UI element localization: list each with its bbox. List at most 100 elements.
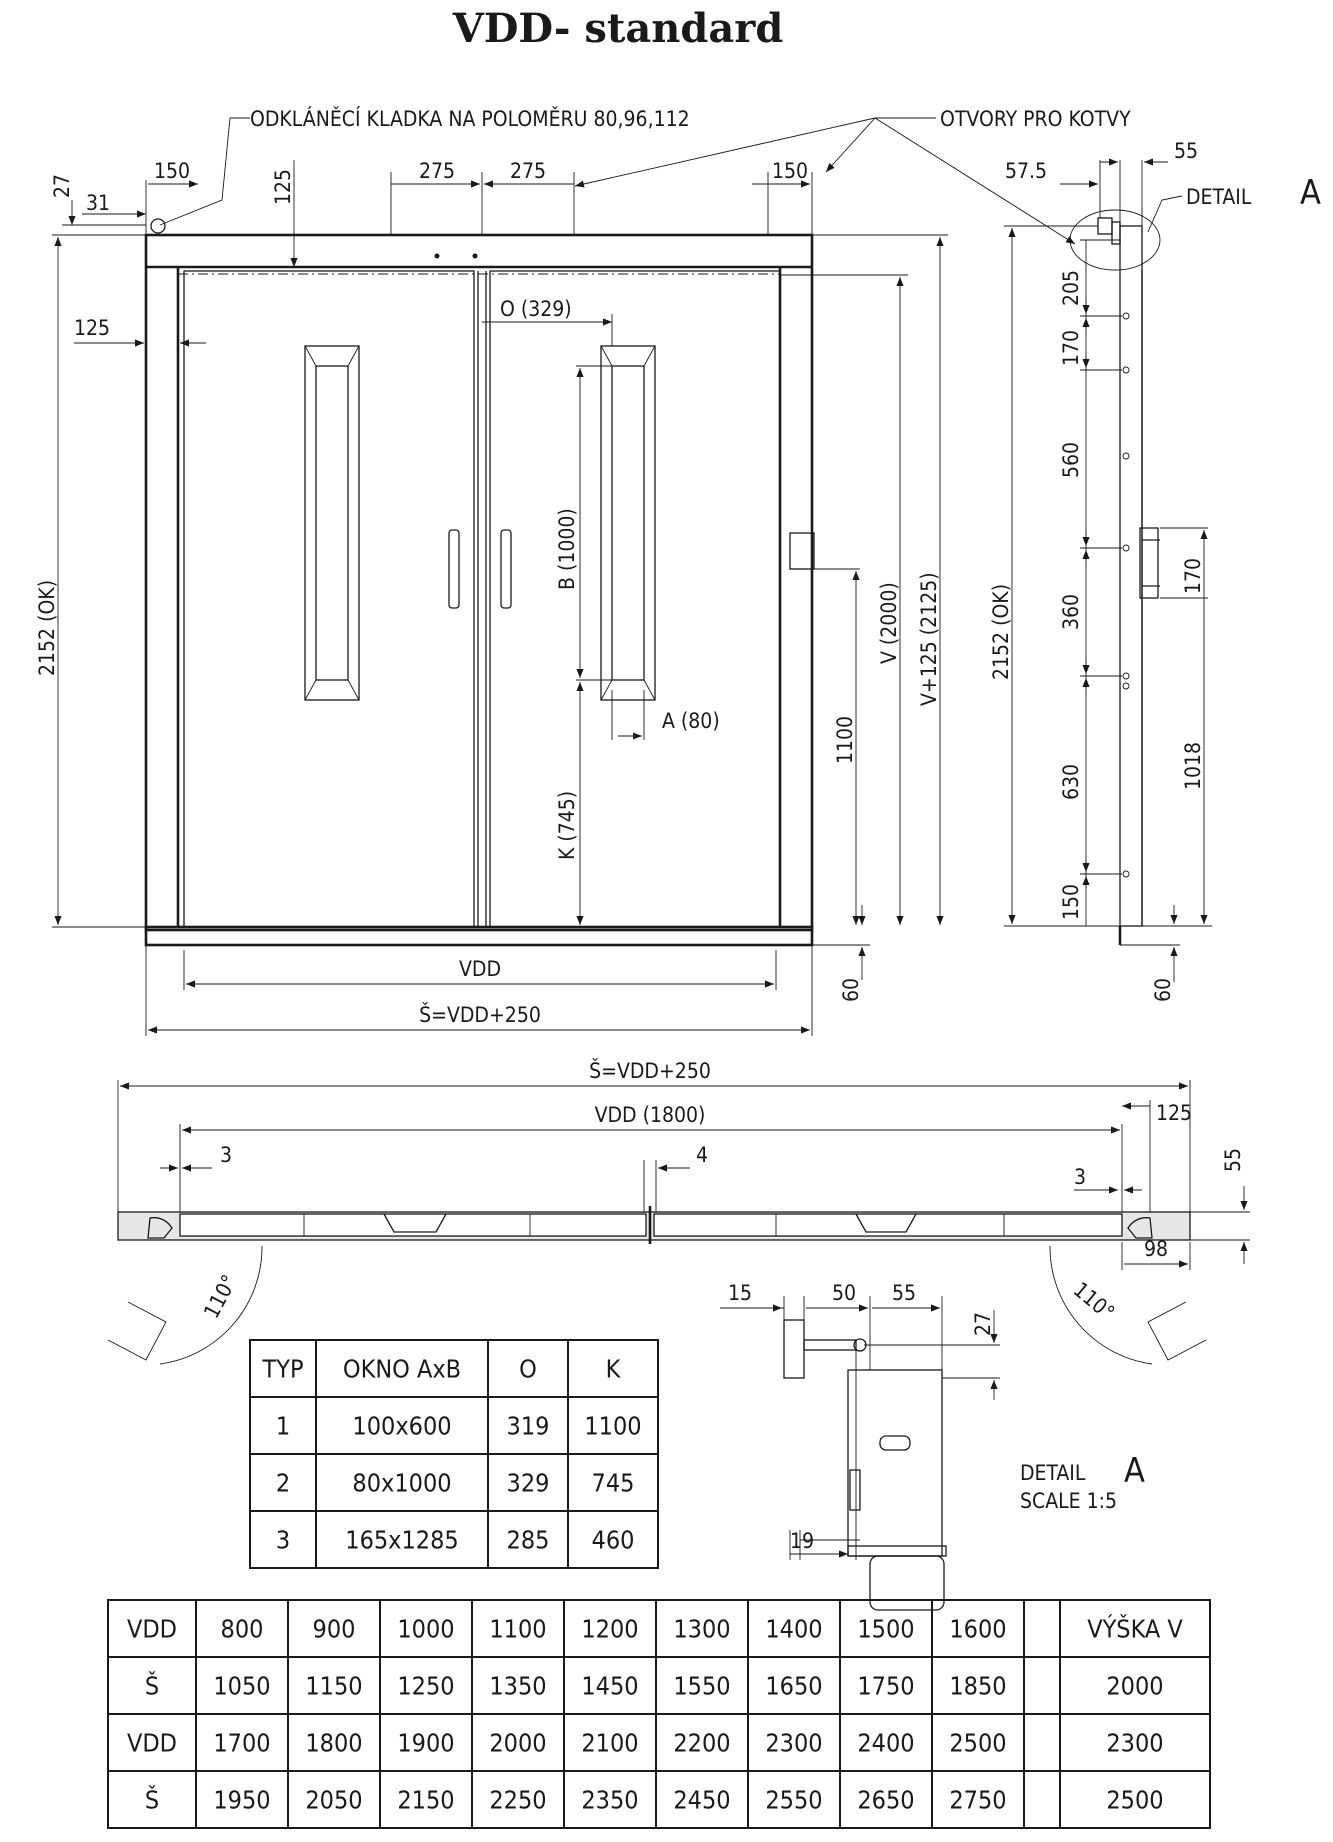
dim-150-right: 150 (772, 159, 808, 183)
dim-3-left: 3 (220, 1143, 232, 1167)
plan-view: 110° 110° (107, 1206, 1207, 1365)
dim-1100: 1100 (833, 716, 857, 764)
dim-57-5: 57.5 (1005, 159, 1047, 183)
roller-callout-text: ODKLÁNĚCÍ KLADKA NA POLOMĚRU 80,96,112 (250, 106, 690, 131)
side-frame-profile (1119, 225, 1143, 927)
dim-v: V (2000) (877, 582, 901, 664)
window-table-cell: 319 (507, 1412, 550, 1441)
dim-15: 15 (728, 1281, 752, 1305)
size-table-cell: 1600 (949, 1615, 1006, 1644)
window-table-header: K (606, 1355, 622, 1384)
dim-3-right: 3 (1074, 1165, 1086, 1189)
dim-s-plan: Š=VDD+250 (589, 1058, 711, 1083)
window-table-cell: 1 (276, 1412, 290, 1441)
plan-view-dimensions: Š=VDD+250 VDD (1800) 125 3 4 3 55 98 (117, 1058, 1250, 1270)
size-table-cell: 2200 (673, 1729, 730, 1758)
dim-vdd-front: VDD (459, 957, 501, 981)
size-table-cell: 1900 (397, 1729, 454, 1758)
dim-630: 630 (1059, 764, 1083, 800)
dim-170-b: 170 (1181, 558, 1205, 594)
dim-125-top: 125 (271, 169, 295, 205)
window-table-header: O (519, 1355, 537, 1384)
dim-1018: 1018 (1181, 742, 1205, 790)
window-table-cell: 460 (592, 1526, 635, 1555)
window-table-cell: 745 (592, 1469, 635, 1498)
size-table-cell: 2650 (857, 1786, 914, 1815)
size-table-cell: 2100 (581, 1729, 638, 1758)
size-table-cell: 1200 (581, 1615, 638, 1644)
size-table-cell: 1750 (857, 1672, 914, 1701)
dim-150-side: 150 (1059, 884, 1083, 920)
dim-2152-side: 2152 (OK) (989, 584, 1013, 680)
size-table-cell: 2150 (397, 1786, 454, 1815)
dim-560: 560 (1059, 442, 1083, 478)
detail-letter: A (1124, 1451, 1145, 1491)
size-table-cell: VDD (127, 1729, 177, 1758)
window-table-cell: 285 (507, 1526, 550, 1555)
size-table-cell: 1700 (213, 1729, 270, 1758)
dim-60-front: 60 (839, 978, 863, 1002)
size-table-cell: 1100 (489, 1615, 546, 1644)
right-door-leaf (489, 270, 781, 928)
dim-27: 27 (50, 174, 74, 198)
size-table-cell: 1450 (581, 1672, 638, 1701)
size-table-cell: 1650 (765, 1672, 822, 1701)
dim-k: K (745) (555, 791, 579, 860)
angle-left: 110° (199, 1271, 242, 1322)
anchor-hole-markers (1122, 312, 1130, 878)
size-table-cell: 2450 (673, 1786, 730, 1815)
angle-right: 110° (1069, 1277, 1119, 1325)
size-table-cell: 1500 (857, 1615, 914, 1644)
detail-ref-text: DETAIL (1186, 185, 1252, 209)
dim-19: 19 (790, 1529, 814, 1553)
plan-right-leaf (653, 1213, 1123, 1237)
window-table-cell: 100x600 (352, 1412, 451, 1441)
size-table-cell: 1400 (765, 1615, 822, 1644)
anchor-holes-text: OTVORY PRO KOTVY (940, 107, 1131, 131)
size-table-cell: 2300 (1106, 1729, 1163, 1758)
detail-roller (1097, 217, 1113, 235)
dim-125-side: 125 (74, 316, 110, 340)
dim-98: 98 (1144, 1237, 1168, 1261)
detail-a-dimensions: 15 50 55 27 19 DETAIL A SCALE 1:5 (720, 1281, 1145, 1560)
detail-a-drawing (783, 1319, 947, 1611)
size-table-cell: Š (145, 1671, 159, 1701)
dim-125-plan: 125 (1156, 1101, 1192, 1125)
dim-b: B (1000) (555, 508, 579, 590)
size-table-cell: 1950 (213, 1786, 270, 1815)
plan-right-hinge (1127, 1217, 1153, 1239)
left-door-leaf (183, 270, 475, 928)
dim-60-side: 60 (1151, 978, 1175, 1002)
dim-55-plan: 55 (1221, 1148, 1245, 1172)
window-table-cell: 329 (507, 1469, 550, 1498)
dim-4: 4 (696, 1143, 708, 1167)
size-table-cell: 1250 (397, 1672, 454, 1701)
detail-label: DETAIL (1020, 1461, 1086, 1485)
detail-slot (879, 1435, 911, 1451)
size-table-cell: 2000 (489, 1729, 546, 1758)
roller-callout: ODKLÁNĚCÍ KLADKA NA POLOMĚRU 80,96,112 (159, 106, 690, 226)
size-table-cell: 2000 (1106, 1672, 1163, 1701)
detail-ref-letter: A (1300, 173, 1321, 213)
front-view-dimensions: 27 31 150 125 275 275 150 125 O (329) (35, 159, 948, 1036)
size-table-cell: 1350 (489, 1672, 546, 1701)
side-lock-box (1139, 527, 1159, 599)
size-table-cell: 2550 (765, 1786, 822, 1815)
dim-150-left: 150 (154, 159, 190, 183)
size-table-cell: 2500 (1106, 1786, 1163, 1815)
dim-55-detail: 55 (892, 1281, 916, 1305)
dim-27-detail: 27 (971, 1312, 995, 1336)
size-table-cell: 1300 (673, 1615, 730, 1644)
right-vision-panel (600, 345, 656, 701)
window-table-cell: 3 (276, 1526, 290, 1555)
window-table-header: TYP (261, 1355, 303, 1384)
left-door-handle (448, 529, 460, 609)
dim-55-side: 55 (1174, 139, 1198, 163)
detail-a-callout: DETAIL A (1069, 173, 1321, 271)
dim-31: 31 (86, 191, 110, 215)
dim-vdd-plan: VDD (1800) (595, 1103, 706, 1127)
window-table-cell: 80x1000 (352, 1469, 451, 1498)
front-elevation (144, 218, 815, 947)
side-elevation (1097, 217, 1160, 945)
